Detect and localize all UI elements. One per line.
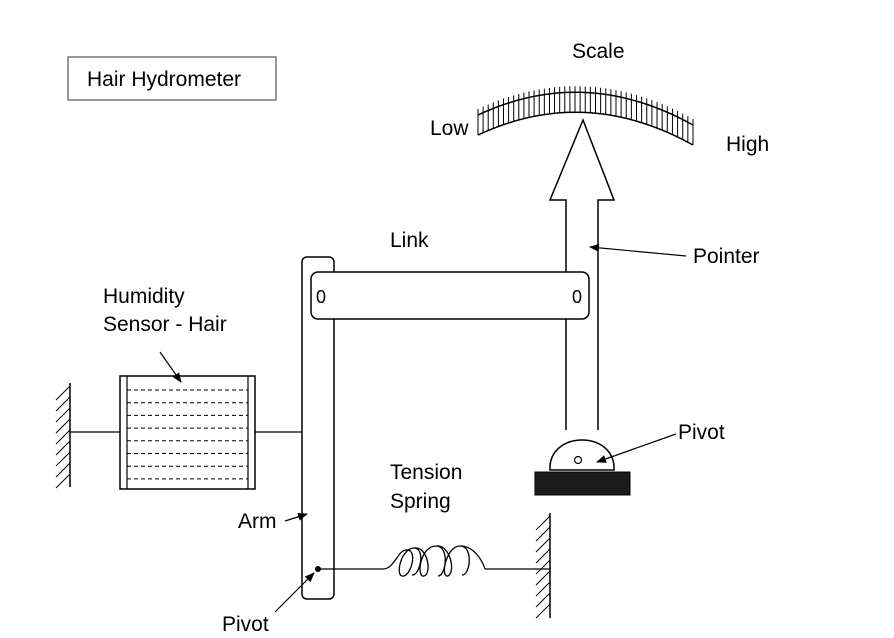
hatch-line — [55, 451, 71, 467]
pivot-base — [534, 471, 631, 496]
arm-label: Arm — [238, 510, 277, 533]
hair-sensor — [119, 375, 256, 490]
pointer-pivot — [534, 439, 631, 496]
scale-ticks — [477, 86, 694, 145]
humidity-sensor-label-line2: Sensor - Hair — [103, 313, 227, 336]
tension-spring — [382, 545, 486, 577]
arm-pivot-leader — [274, 572, 315, 613]
scale-label: Scale — [572, 40, 625, 63]
arm-leader — [284, 512, 308, 522]
hatch-line — [55, 440, 71, 456]
diagram-title: Hair Hydrometer — [87, 68, 241, 91]
low-label: Low — [430, 117, 469, 140]
hatch-line — [535, 526, 551, 542]
hatch-line — [55, 473, 71, 489]
hatch-line — [535, 515, 551, 531]
pointer-leader — [589, 243, 687, 257]
scale — [477, 86, 694, 146]
hatch-line — [535, 581, 551, 597]
pointer-label: Pointer — [693, 245, 760, 268]
pointer-pivot-label: Pivot — [678, 421, 725, 444]
hatch-line — [55, 418, 71, 434]
hatch-line — [535, 537, 551, 553]
hatch-line — [55, 396, 71, 412]
right-wall — [535, 513, 551, 619]
sensor-leader — [159, 351, 182, 383]
link-bar: 0 0 — [310, 271, 590, 320]
title-box: Hair Hydrometer — [67, 56, 277, 101]
link-label: Link — [390, 229, 429, 252]
high-label: High — [726, 133, 769, 156]
hatch-line — [535, 592, 551, 608]
link-pin-left: 0 — [316, 287, 326, 307]
hatch-line — [535, 559, 551, 575]
hatch-line — [55, 462, 71, 478]
humidity-sensor-label-line1: Humidity — [103, 285, 185, 308]
hatch-line — [55, 407, 71, 423]
arm-pivot-label: Pivot — [222, 613, 269, 636]
hatch-line — [535, 603, 551, 619]
link-pin-right: 0 — [572, 287, 582, 307]
hatch-line — [535, 570, 551, 586]
left-wall — [55, 383, 71, 489]
hatch-line — [55, 385, 71, 401]
hatch-line — [55, 429, 71, 445]
pointer-pivot-leader — [596, 433, 677, 463]
tension-spring-label-line1: Tension — [390, 461, 462, 484]
arm — [301, 256, 335, 600]
tension-spring-label-line2: Spring — [390, 490, 451, 513]
hatch-line — [535, 548, 551, 564]
